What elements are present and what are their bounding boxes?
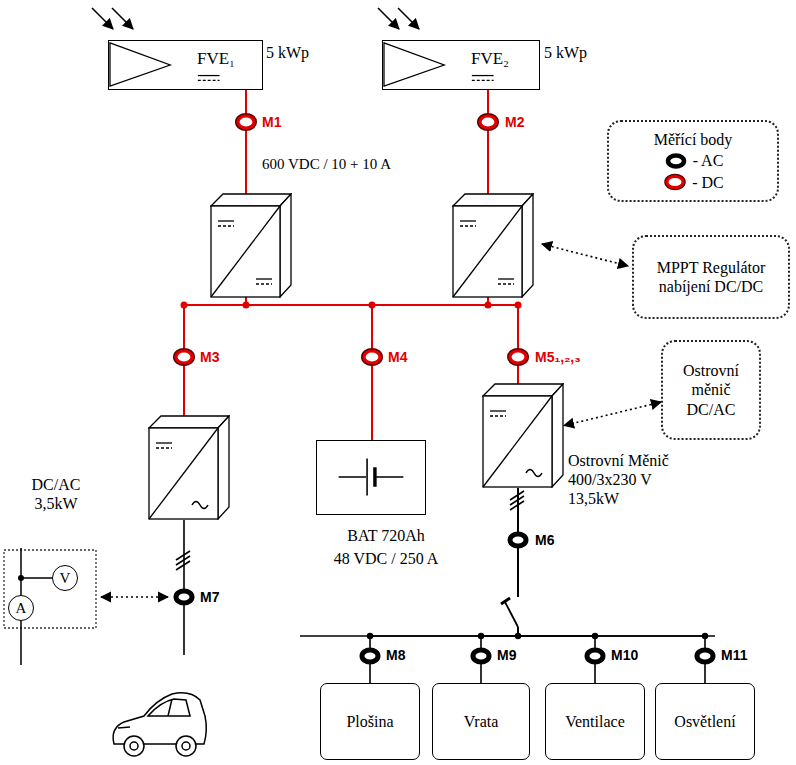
- callout-arrow: [542, 244, 628, 266]
- dotted-link: [564, 402, 661, 425]
- legend-text: - DC: [692, 173, 724, 192]
- measuring-point-label: M2: [505, 114, 524, 130]
- legend-text: - AC: [693, 151, 724, 170]
- measuring-point-label: M11: [721, 647, 747, 663]
- measuring-point-label: M1: [262, 114, 281, 130]
- load-box: Plošina: [320, 683, 420, 760]
- legend-swatch: [662, 173, 688, 191]
- pv-array: FVE₁5 kWp: [108, 40, 263, 90]
- ac-junctions: [367, 633, 708, 639]
- legend-row: - DC: [662, 173, 724, 192]
- measuring-point-label: M6: [535, 532, 554, 548]
- measuring-point-label: M7: [200, 589, 219, 605]
- callout-box: MPPT Regulátor nabíjení DC/DC: [632, 235, 790, 319]
- node-label: Ostrovní měnič DC/AC: [669, 361, 753, 419]
- mppt-converter: [453, 194, 533, 297]
- sun-arrows: [92, 8, 419, 29]
- legend-row: - AC: [663, 151, 724, 170]
- meter-box: [4, 548, 168, 665]
- node-label: Plošina: [346, 712, 393, 731]
- load-box: Ventilace: [545, 683, 645, 760]
- node-label: Měřící body: [654, 130, 733, 149]
- node-label: A: [16, 601, 27, 616]
- measuring-point-label: M5₁,₂,₃: [535, 349, 581, 365]
- measuring-point-label: M4: [388, 349, 407, 365]
- pv-symbol: [109, 41, 262, 89]
- load-box: Osvětlení: [655, 683, 755, 760]
- disconnect-switch: [501, 597, 526, 627]
- node-label: Osvětlení: [674, 712, 735, 731]
- node-sublabel: 5 kWp: [266, 43, 309, 62]
- node-label: FVE₁: [197, 49, 235, 69]
- voltmeter-circle: V: [52, 565, 78, 591]
- legend-swatch: [663, 152, 689, 170]
- island-inverter: Ostrovní Měnič 400/3x230 V 13,5kW: [482, 383, 564, 488]
- measuring-point-label: M8: [386, 647, 405, 663]
- ac-measuring-rings: [176, 534, 713, 662]
- node-label: V: [60, 571, 71, 586]
- measuring-point-label: M9: [497, 647, 516, 663]
- ac-wire: [518, 488, 705, 683]
- node-label: FVE₂: [471, 49, 509, 69]
- ac-wire: [370, 488, 518, 683]
- ac-wires: [176, 491, 715, 655]
- inverter-converter: DC/AC 3,5kW: [148, 415, 230, 520]
- battery-box: BAT 720Ah48 VDC / 250 A: [316, 440, 426, 515]
- measuring-point-label: M3: [200, 349, 219, 365]
- dc-measuring-rings: [176, 116, 526, 363]
- car-illustration: [113, 693, 206, 756]
- mppt-converter: [211, 194, 291, 297]
- pv-symbol: [383, 41, 539, 89]
- callout-box: Ostrovní měnič DC/AC: [661, 340, 761, 440]
- node-label: Vrata: [464, 712, 499, 731]
- load-box: Vrata: [432, 683, 530, 760]
- converter-symbol: [148, 415, 230, 520]
- node-label: Ventilace: [565, 712, 625, 731]
- node-sublabel: 5 kWp: [544, 43, 587, 62]
- bus-junctions: [181, 302, 522, 309]
- node-label: BAT 720Ah: [301, 526, 471, 545]
- converter-symbol: [482, 383, 564, 488]
- node-label: MPPT Regulátor nabíjení DC/DC: [646, 258, 776, 296]
- ammeter-circle: A: [8, 595, 34, 621]
- rating-label: 600 VDC / 10 + 10 A: [262, 156, 391, 173]
- node-label: DC/AC 3,5kW: [24, 475, 88, 513]
- node-sublabel: 48 VDC / 250 A: [301, 549, 471, 568]
- pv-array: FVE₂5 kWp: [382, 40, 540, 90]
- measuring-point-label: M10: [611, 647, 638, 663]
- node-label: Ostrovní Měnič 400/3x230 V 13,5kW: [568, 451, 682, 509]
- bat-symbol: [317, 441, 425, 514]
- ac-wire: [518, 488, 595, 683]
- legend-box: Měřící body - AC - DC: [607, 120, 779, 202]
